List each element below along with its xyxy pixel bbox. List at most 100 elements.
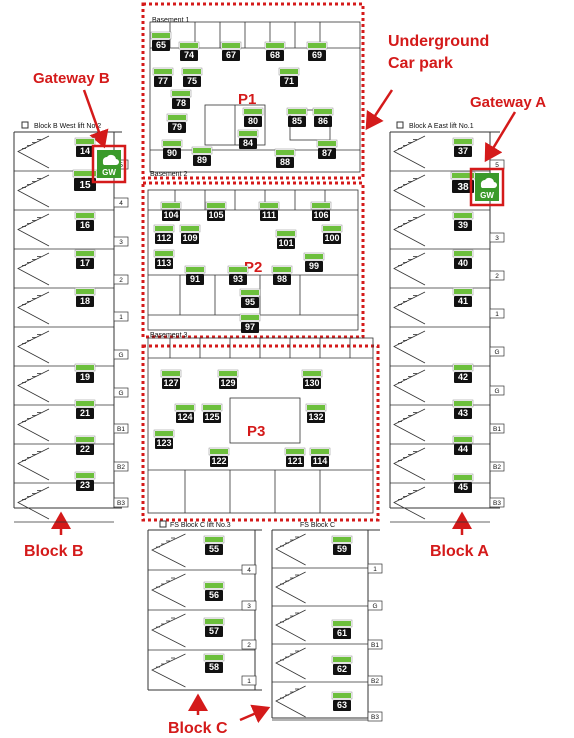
- gateway-a-label: Gateway A: [470, 94, 546, 111]
- sensor-node-label: 130: [304, 378, 319, 388]
- sensor-node-label: 14: [80, 146, 90, 156]
- floor-tag-1: 1: [241, 675, 257, 686]
- sensor-node-44: 44: [452, 435, 474, 455]
- block-b-title: Block B West lift No.2: [34, 123, 101, 130]
- floor-tag-label: 2: [247, 642, 251, 649]
- floor-tag-label: 4: [247, 567, 251, 574]
- sensor-node-109: 109: [179, 224, 201, 244]
- stair-flight: [272, 685, 368, 721]
- sensor-node-57: 57: [203, 617, 225, 637]
- stair-flight: [14, 447, 114, 484]
- stair-flight: [272, 571, 368, 607]
- sensor-node-label: 61: [337, 628, 347, 638]
- block-c-left-title: FS Block C lift No.3: [170, 522, 231, 529]
- stair-flight: [390, 252, 490, 289]
- sensor-node-127: 127: [160, 369, 182, 389]
- floor-tag-4: 4: [113, 197, 129, 208]
- sensor-node-label: 58: [209, 662, 219, 672]
- sensor-node-label: 105: [208, 210, 223, 220]
- stair-flight: [148, 653, 255, 691]
- block-a-title: Block A East lift No.1: [409, 123, 474, 130]
- sensor-node-111: 111: [258, 201, 280, 221]
- floor-tag-label: 2: [495, 273, 499, 280]
- stair-flight: [390, 369, 490, 406]
- sensor-node-label: 18: [80, 296, 90, 306]
- sensor-node-100: 100: [321, 224, 343, 244]
- floor-tag-label: G: [494, 349, 499, 356]
- basement1-title: Basement 1: [152, 17, 189, 24]
- floor-tag-2: 2: [113, 274, 129, 285]
- sensor-node-label: 121: [287, 456, 302, 466]
- sensor-node-21: 21: [74, 399, 96, 419]
- floor-tag-label: B3: [117, 500, 125, 507]
- floor-tag-1: 1: [489, 308, 505, 319]
- floor-tag-B3: B3: [113, 497, 129, 508]
- sensor-node-label: 56: [209, 590, 219, 600]
- sensor-node-label: 97: [245, 322, 255, 332]
- sensor-node-55: 55: [203, 535, 225, 555]
- sensor-node-label: 69: [312, 50, 322, 60]
- floor-tag-label: B3: [371, 714, 379, 721]
- sensor-node-label: 98: [277, 274, 287, 284]
- underground-arrow: [365, 89, 394, 131]
- block-c-right-elevation: [271, 529, 380, 719]
- stair-flight: [272, 609, 368, 645]
- cloud-icon: [480, 177, 497, 188]
- floor-tag-2: 2: [489, 270, 505, 281]
- stair-flight: [390, 174, 490, 211]
- basement3-plan: [147, 337, 374, 514]
- sensor-node-114: 114: [309, 447, 331, 467]
- sensor-node-label: 21: [80, 408, 90, 418]
- floor-tag-B3: B3: [367, 711, 383, 722]
- sensor-node-label: 124: [177, 412, 192, 422]
- sensor-node-label: 100: [324, 233, 339, 243]
- floor-tag-label: B1: [493, 426, 501, 433]
- floor-tag-3: 3: [489, 232, 505, 243]
- sensor-node-40: 40: [452, 249, 474, 269]
- sensor-node-label: 67: [226, 50, 236, 60]
- sensor-node-label: 132: [308, 412, 323, 422]
- sensor-node-67: 67: [220, 41, 242, 61]
- sensor-node-91: 91: [184, 265, 206, 285]
- block-c-label: Block C: [168, 720, 228, 737]
- sensor-node-77: 77: [152, 67, 174, 87]
- underground-label-line1: Underground: [388, 33, 489, 50]
- sensor-node-label: 125: [204, 412, 219, 422]
- sensor-node-79: 79: [166, 113, 188, 133]
- sensor-node-label: 87: [322, 148, 332, 158]
- sensor-node-68: 68: [264, 41, 286, 61]
- sensor-node-129: 129: [217, 369, 239, 389]
- sensor-node-122: 122: [208, 447, 230, 467]
- block-a-label: Block A: [430, 543, 489, 560]
- floor-tag-label: 5: [119, 162, 123, 169]
- floor-tag-label: 1: [247, 678, 251, 685]
- sensor-node-label: 114: [313, 456, 328, 466]
- p2-label: P2: [244, 259, 262, 276]
- sensor-node-label: 112: [157, 233, 172, 243]
- stair-flight: [14, 174, 114, 211]
- floor-tag-B1: B1: [489, 423, 505, 434]
- floor-tag-label: B2: [493, 464, 501, 471]
- sensor-node-label: 109: [182, 233, 197, 243]
- sensor-node-90: 90: [161, 139, 183, 159]
- block-b-label: Block B: [24, 543, 84, 560]
- sensor-node-label: 37: [458, 146, 468, 156]
- sensor-node-label: 129: [220, 378, 235, 388]
- sensor-node-69: 69: [306, 41, 328, 61]
- sensor-node-38: 38: [450, 171, 476, 193]
- sensor-node-112: 112: [153, 224, 175, 244]
- sensor-node-19: 19: [74, 363, 96, 383]
- sensor-node-95: 95: [239, 288, 261, 308]
- stair-flight: [390, 135, 490, 172]
- stair-flight: [148, 613, 255, 651]
- sensor-node-98: 98: [271, 265, 293, 285]
- sensor-node-label: 38: [457, 182, 469, 193]
- sensor-node-106: 106: [310, 201, 332, 221]
- p1-section-frame: [141, 2, 365, 180]
- floor-tag-label: 3: [247, 603, 251, 610]
- sensor-node-label: 43: [458, 408, 468, 418]
- sensor-node-label: 71: [284, 76, 294, 86]
- sensor-node-93: 93: [227, 265, 249, 285]
- sensor-node-label: 22: [80, 444, 90, 454]
- gateway-a-arrow: [484, 111, 517, 163]
